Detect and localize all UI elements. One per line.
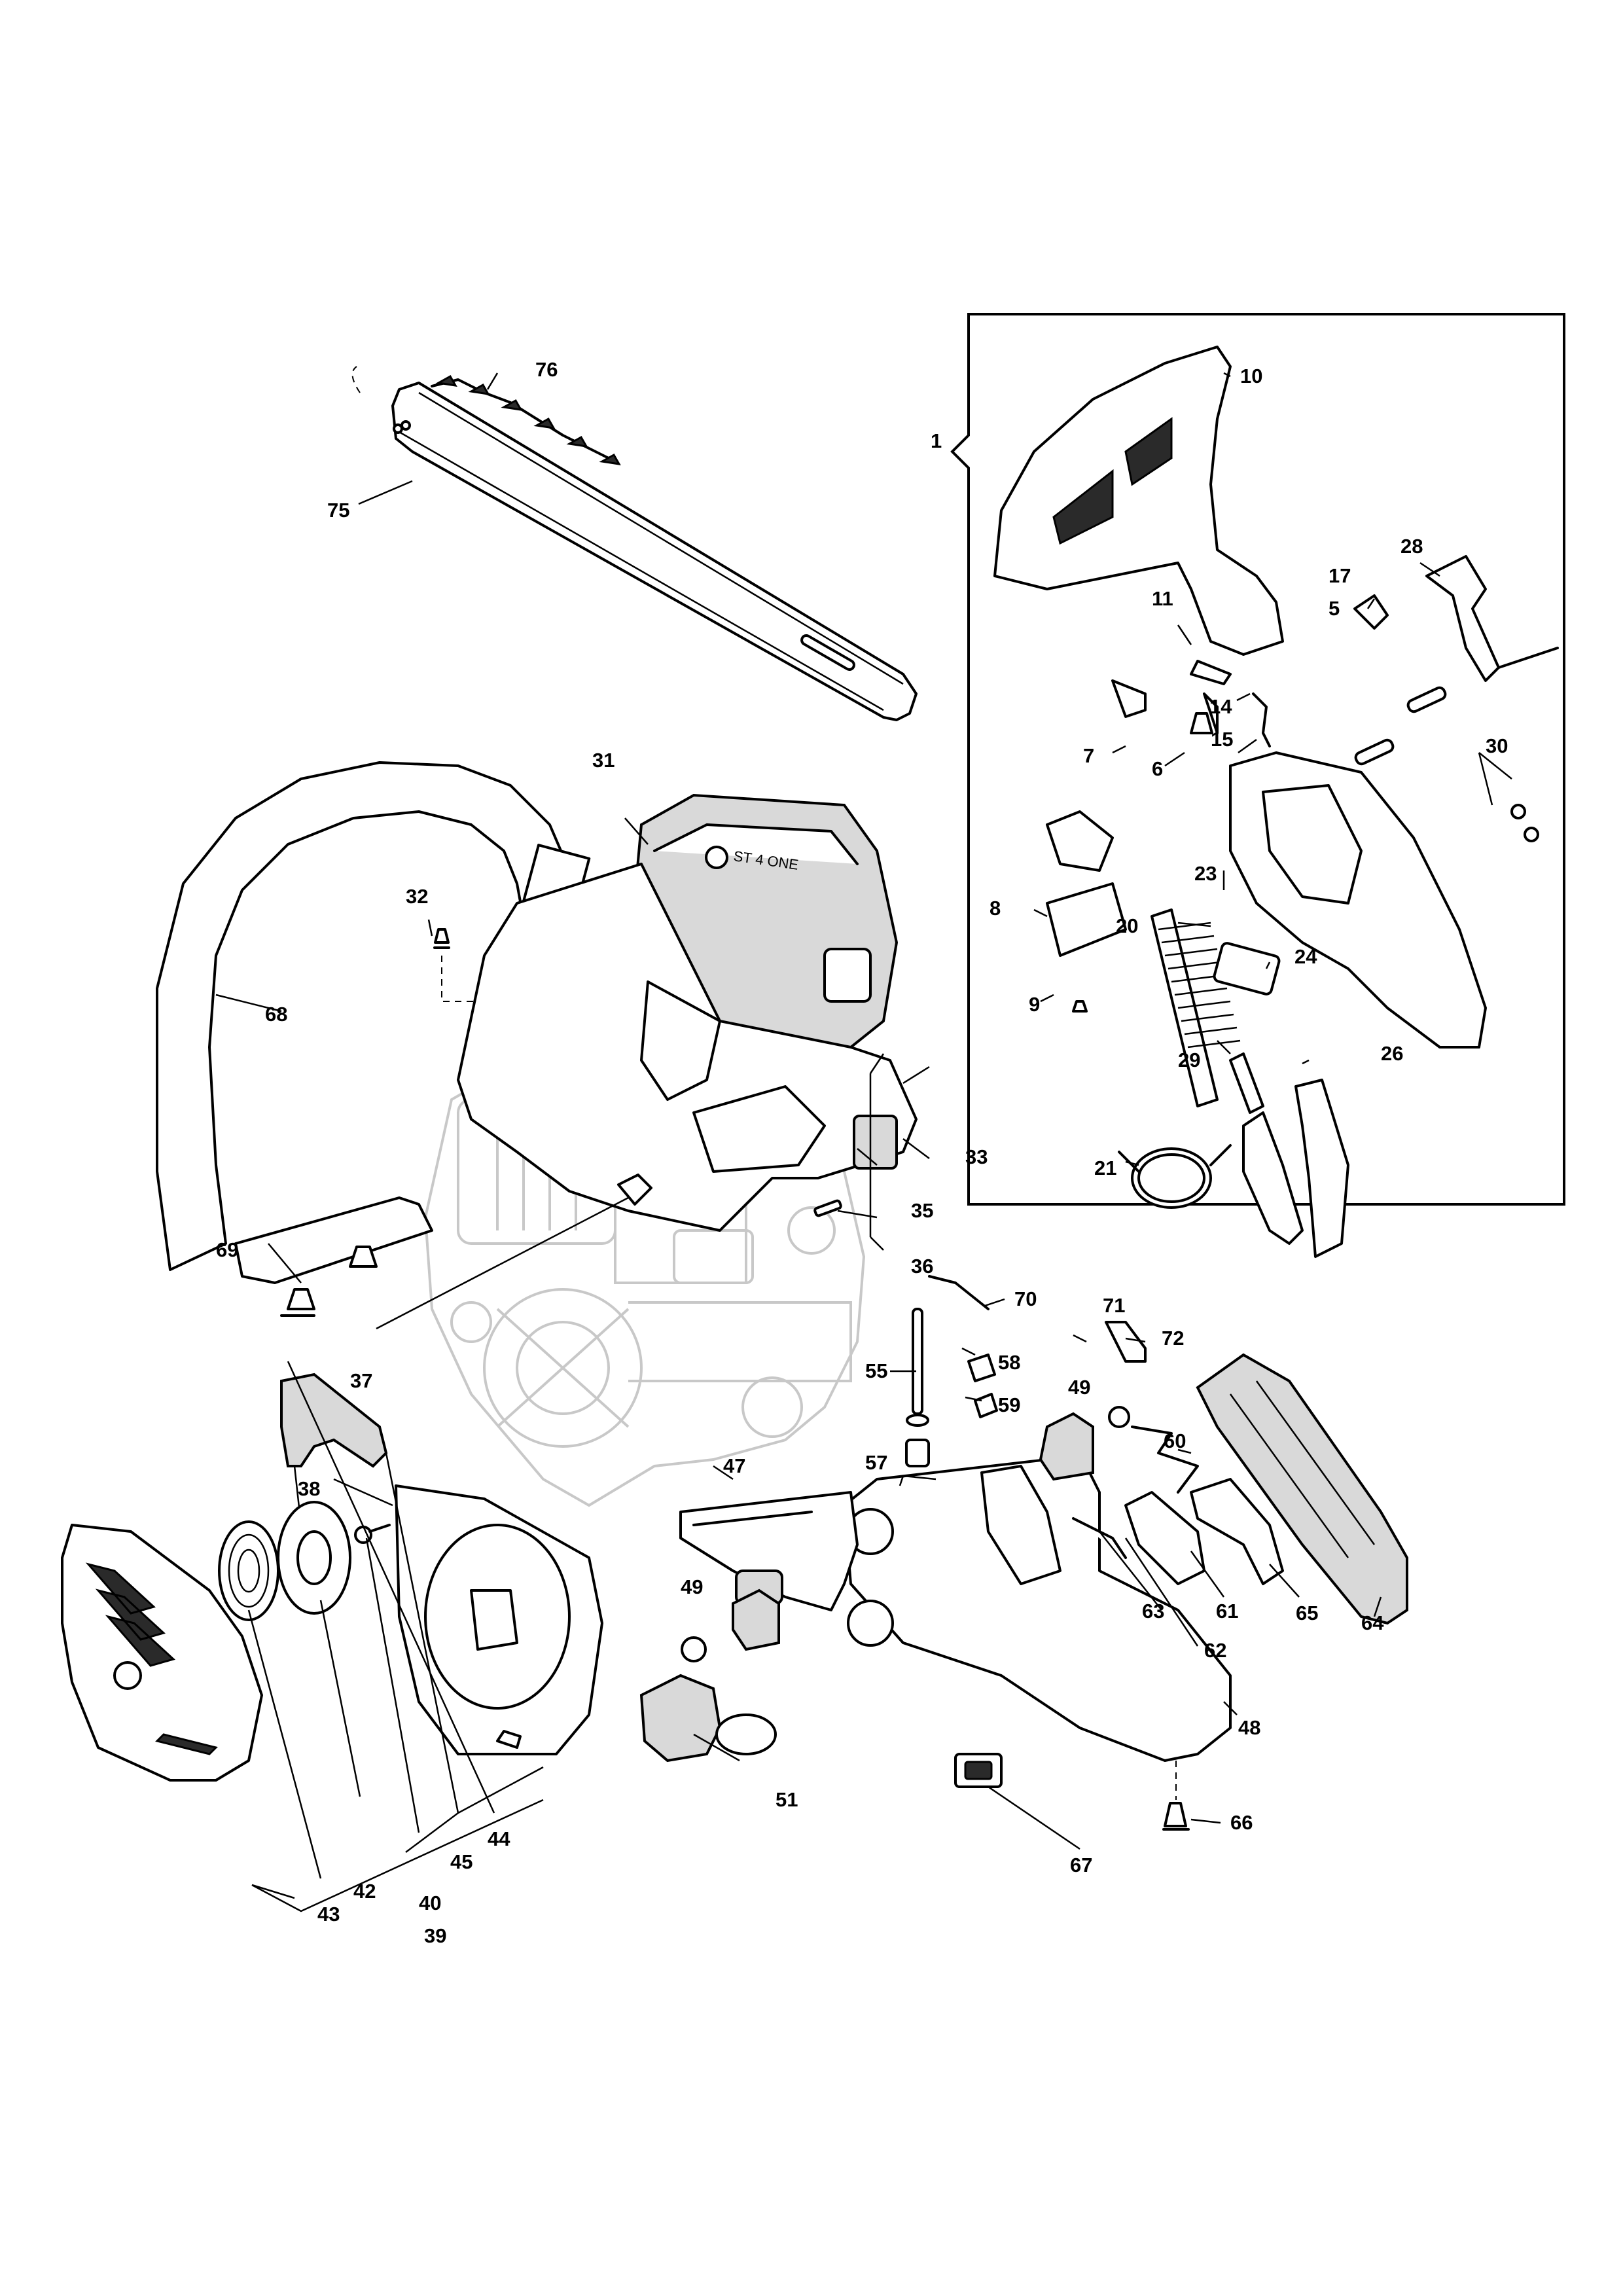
callout-40: 40 — [419, 1892, 441, 1914]
callout-49-right: 49 — [1068, 1376, 1090, 1399]
callout-labels: 1 5 6 7 8 9 10 11 14 15 17 20 21 23 24 2… — [216, 358, 1508, 1947]
callout-72: 72 — [1162, 1327, 1184, 1350]
callout-23: 23 — [1194, 862, 1217, 885]
callout-51: 51 — [776, 1788, 798, 1811]
callout-29: 29 — [1178, 1049, 1200, 1071]
callout-30: 30 — [1486, 734, 1508, 757]
callout-47: 47 — [723, 1454, 745, 1477]
callout-59: 59 — [998, 1393, 1020, 1416]
callout-21: 21 — [1094, 1157, 1116, 1179]
rear-handle-tank — [679, 1458, 1232, 1762]
callout-49-left: 49 — [681, 1575, 703, 1598]
starter-grip — [280, 1372, 388, 1526]
callout-43: 43 — [317, 1903, 340, 1926]
callout-32: 32 — [406, 885, 428, 908]
callout-37: 37 — [350, 1369, 372, 1392]
front-handle — [156, 761, 591, 1317]
callout-44: 44 — [488, 1827, 510, 1850]
guide-bar — [391, 382, 918, 721]
callout-33: 33 — [965, 1145, 988, 1168]
callout-61: 61 — [1216, 1600, 1238, 1623]
callout-57: 57 — [865, 1451, 887, 1474]
callout-60: 60 — [1164, 1429, 1186, 1452]
throttle-trigger — [1039, 1406, 1284, 1585]
brake-assembly-frame — [950, 313, 1565, 1206]
callout-38: 38 — [298, 1477, 320, 1500]
callout-26: 26 — [1381, 1042, 1403, 1065]
chain-brake-hand-guard — [993, 346, 1284, 656]
callout-5: 5 — [1329, 597, 1340, 620]
callout-28: 28 — [1400, 535, 1423, 558]
callout-24: 24 — [1294, 945, 1317, 968]
callout-58: 58 — [998, 1351, 1020, 1374]
callout-7: 7 — [1083, 744, 1094, 767]
brake-small-parts — [1046, 555, 1559, 1013]
callout-76: 76 — [535, 358, 558, 381]
starter-pulley — [277, 1501, 391, 1615]
starter-housing — [395, 1484, 603, 1755]
callout-48: 48 — [1238, 1716, 1260, 1739]
callout-75: 75 — [327, 499, 349, 522]
starter-screws — [496, 1730, 522, 1749]
saw-chain — [351, 366, 621, 465]
callout-66: 66 — [1230, 1811, 1253, 1834]
callout-64: 64 — [1361, 1611, 1384, 1634]
rear-handle-grip — [1196, 1353, 1408, 1625]
callout-69: 69 — [216, 1238, 238, 1261]
callout-1: 1 — [931, 429, 942, 452]
callout-67: 67 — [1070, 1854, 1092, 1876]
callout-11: 11 — [1152, 587, 1173, 610]
callout-8: 8 — [990, 897, 1001, 920]
callout-31: 31 — [592, 749, 615, 772]
top-cover — [433, 863, 918, 1232]
brake-band-and-springs — [1118, 908, 1349, 1258]
callout-9: 9 — [1029, 993, 1040, 1016]
callout-70: 70 — [1014, 1287, 1037, 1310]
callout-20: 20 — [1116, 914, 1138, 937]
callout-35: 35 — [911, 1199, 933, 1222]
callout-45: 45 — [450, 1850, 473, 1873]
leader-lines — [215, 372, 1512, 1912]
callout-17: 17 — [1329, 564, 1351, 587]
oil-cap — [681, 1588, 780, 1662]
fuel-cap — [639, 1674, 777, 1763]
callout-42: 42 — [353, 1880, 376, 1903]
callout-62: 62 — [1204, 1639, 1226, 1662]
callout-71: 71 — [1103, 1294, 1125, 1317]
callout-6: 6 — [1152, 757, 1163, 780]
carburettor-parts — [905, 1275, 1147, 1467]
callout-39: 39 — [424, 1924, 446, 1947]
callout-65: 65 — [1296, 1602, 1318, 1624]
brake-housing — [1213, 751, 1487, 1049]
callout-10: 10 — [1240, 365, 1262, 387]
callout-63: 63 — [1142, 1600, 1164, 1623]
callout-36: 36 — [911, 1255, 933, 1278]
switch-and-screw — [954, 1753, 1190, 1831]
callout-14: 14 — [1209, 695, 1232, 718]
callout-55: 55 — [865, 1359, 887, 1382]
callout-68: 68 — [265, 1003, 287, 1026]
fan-cover — [61, 1524, 263, 1782]
callout-15: 15 — [1211, 728, 1233, 751]
recoil-spring — [218, 1520, 279, 1621]
